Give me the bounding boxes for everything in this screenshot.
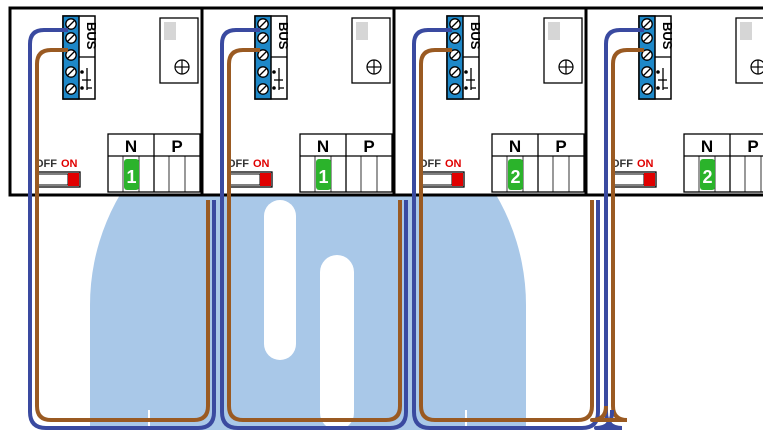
adjust-box — [735, 17, 763, 84]
ground-symbol-icon — [464, 68, 476, 90]
n-column-header: N — [317, 137, 329, 156]
bus-wire-blue — [220, 28, 260, 430]
screw-terminal-icon — [641, 32, 653, 44]
crosshair-adjust-icon — [174, 59, 190, 75]
module-2: BUS OFF ON N P 1 — [200, 6, 396, 197]
bus-label: BUS — [84, 22, 99, 50]
switch-lever-on — [68, 173, 79, 186]
screw-terminal-icon — [65, 32, 77, 44]
bus-wire-blue-run — [594, 410, 622, 430]
screw-terminal-icon — [257, 83, 269, 95]
bus-wire-brown-run — [590, 405, 627, 422]
screw-terminal-icon — [449, 66, 461, 78]
led-indicator-icon — [548, 22, 560, 40]
switch-off-label: OFF — [611, 158, 633, 170]
address-value: 2 — [510, 167, 520, 187]
address-badge — [124, 159, 139, 190]
dip-switch: OFF ON — [35, 158, 81, 188]
n-column-header: N — [125, 137, 137, 156]
address-value: 1 — [318, 167, 328, 187]
bus-terminal-block: BUS — [638, 15, 675, 100]
module-4: BUS OFF ON N P 2 — [584, 6, 763, 197]
bus-label: BUS — [276, 22, 291, 50]
bus-wire-blue — [28, 28, 68, 430]
crosshair-adjust-icon — [558, 59, 574, 75]
n-column-header: N — [701, 137, 713, 156]
led-indicator-icon — [164, 22, 176, 40]
watermark-slot-left — [264, 200, 296, 360]
screw-terminal-icon — [257, 32, 269, 44]
dip-switch: OFF ON — [227, 158, 273, 188]
p-column-header: P — [555, 137, 566, 156]
led-indicator-icon — [740, 22, 752, 40]
screw-terminal-icon — [449, 49, 461, 61]
bus-wire-blue — [412, 28, 452, 430]
ground-symbol-icon — [80, 68, 92, 90]
screw-terminal-icon — [641, 83, 653, 95]
address-table: N P 1 — [107, 133, 201, 193]
switch-off-label: OFF — [419, 158, 441, 170]
screw-terminal-icon — [65, 49, 77, 61]
adjust-box — [159, 17, 199, 84]
adjust-box — [543, 17, 583, 84]
screw-terminal-icon — [449, 83, 461, 95]
bus-wire-brown — [227, 48, 260, 422]
screw-terminal-icon — [65, 18, 77, 30]
address-table: N P 1 — [299, 133, 393, 193]
crosshair-adjust-icon — [366, 59, 382, 75]
switch-on-label: ON — [637, 158, 654, 170]
bus-wire-blue-run — [430, 200, 600, 430]
module-3: BUS OFF ON N P 2 — [392, 6, 588, 197]
bus-wire-brown-run — [51, 200, 210, 422]
bus-wire-brown-run — [243, 200, 402, 422]
n-column-header: N — [509, 137, 521, 156]
switch-on-label: ON — [445, 158, 462, 170]
address-table: N P 2 — [683, 133, 763, 193]
watermark-slot-right — [320, 255, 354, 430]
switch-off-label: OFF — [227, 158, 249, 170]
address-badge — [508, 159, 523, 190]
ground-symbol-icon — [272, 68, 284, 90]
p-column-header: P — [171, 137, 182, 156]
bus-wire-brown — [419, 48, 452, 422]
module-1: BUS OFF ON N P 1 — [8, 6, 204, 197]
screw-terminal-icon — [65, 83, 77, 95]
screw-terminal-icon — [449, 18, 461, 30]
address-table: N P 2 — [491, 133, 585, 193]
bus-terminal-block: BUS — [446, 15, 483, 100]
dip-switch: OFF ON — [419, 158, 465, 188]
bus-wire-brown-run — [435, 200, 594, 422]
address-badge — [316, 159, 331, 190]
screw-terminal-icon — [257, 18, 269, 30]
p-column-header: P — [747, 137, 758, 156]
address-badge — [700, 159, 715, 190]
bus-terminal-block: BUS — [254, 15, 291, 100]
switch-off-label: OFF — [35, 158, 57, 170]
led-indicator-icon — [356, 22, 368, 40]
screw-terminal-icon — [257, 49, 269, 61]
screw-terminal-icon — [641, 66, 653, 78]
screw-terminal-icon — [641, 49, 653, 61]
bus-wire-brown — [35, 48, 68, 422]
bus-label: BUS — [468, 22, 483, 50]
switch-lever-on — [644, 173, 655, 186]
address-value: 1 — [126, 167, 136, 187]
bus-label: BUS — [660, 22, 675, 50]
switch-lever-on — [452, 173, 463, 186]
ground-symbol-icon — [656, 68, 668, 90]
switch-on-label: ON — [253, 158, 270, 170]
screw-terminal-icon — [65, 66, 77, 78]
p-column-header: P — [363, 137, 374, 156]
switch-lever-on — [260, 173, 271, 186]
bus-terminal-block: BUS — [62, 15, 99, 100]
adjust-box — [351, 17, 391, 84]
bus-wire-blue-run — [46, 200, 216, 430]
screw-terminal-icon — [449, 32, 461, 44]
address-value: 2 — [702, 167, 712, 187]
bus-wire-blue-run — [238, 200, 408, 430]
screw-terminal-icon — [257, 66, 269, 78]
screw-terminal-icon — [641, 18, 653, 30]
switch-on-label: ON — [61, 158, 78, 170]
